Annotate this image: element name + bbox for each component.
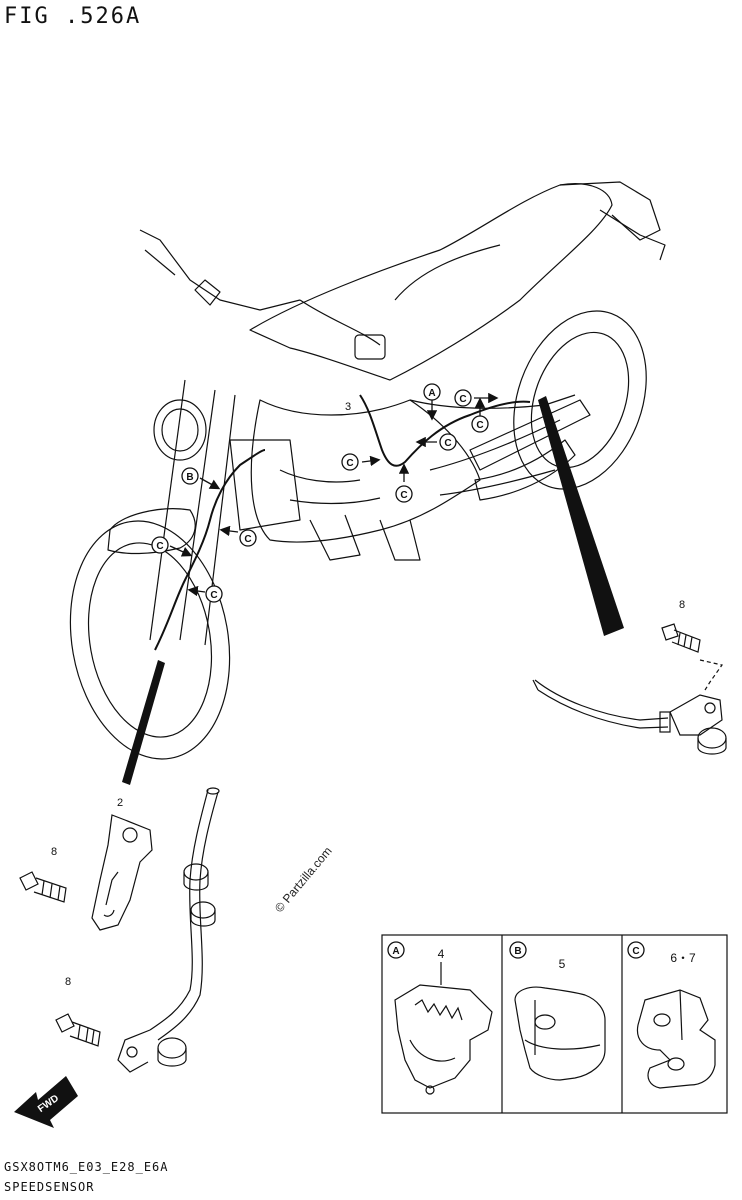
svg-text:C: C bbox=[244, 534, 251, 545]
front-bolt-lower-drawing bbox=[55, 1013, 101, 1047]
svg-text:A: A bbox=[392, 946, 399, 957]
clamp-a-drawing bbox=[394, 962, 493, 1095]
svg-text:C: C bbox=[476, 420, 483, 431]
bracket-number: 2 bbox=[117, 797, 123, 809]
callout-c-4: C bbox=[341, 453, 359, 471]
legend-b-part-number: 5 bbox=[559, 957, 566, 971]
callout-c-1: C bbox=[151, 536, 169, 554]
rear-bolt-number: 8 bbox=[679, 599, 685, 611]
footer-code: GSX8OTM6_E03_E28_E6A bbox=[4, 1160, 169, 1174]
rear-bolt-drawing bbox=[661, 623, 724, 691]
front-detail-pointer bbox=[122, 660, 165, 785]
legend-a-letter: A bbox=[387, 941, 405, 959]
svg-text:C: C bbox=[632, 946, 639, 957]
front-bolt-upper-drawing bbox=[19, 871, 67, 903]
svg-text:C: C bbox=[156, 541, 163, 552]
callout-arrows bbox=[169, 392, 499, 597]
fwd-arrow: FWD bbox=[14, 1076, 78, 1128]
clamp-legend: A 4 B 5 bbox=[381, 934, 728, 1114]
callout-c-8: C bbox=[471, 415, 489, 433]
clamp-b-drawing bbox=[514, 986, 606, 1081]
svg-text:C: C bbox=[444, 438, 451, 449]
callout-c-2: C bbox=[205, 585, 223, 603]
callout-c-3: C bbox=[239, 529, 257, 547]
front-sensor-bracket bbox=[91, 814, 153, 931]
figure-title: FIG .526A bbox=[4, 4, 142, 29]
svg-text:C: C bbox=[210, 590, 217, 601]
callout-b: B bbox=[181, 467, 199, 485]
sensor-harness bbox=[154, 394, 531, 651]
svg-text:C: C bbox=[459, 394, 466, 405]
clamp-c-drawing bbox=[636, 989, 716, 1089]
rear-detail-pointer bbox=[538, 396, 624, 636]
svg-text:B: B bbox=[514, 946, 521, 957]
callout-a: A bbox=[423, 383, 441, 401]
svg-text:C: C bbox=[346, 458, 353, 469]
legend-c-part-number: 6・7 bbox=[670, 951, 696, 965]
callout-c-5: C bbox=[395, 485, 413, 503]
svg-text:C: C bbox=[400, 490, 407, 501]
callout-c-7: C bbox=[454, 389, 472, 407]
legend-c-letter: C bbox=[627, 941, 645, 959]
legend-b-letter: B bbox=[509, 941, 527, 959]
front-speed-sensor bbox=[117, 787, 220, 1073]
svg-text:A: A bbox=[428, 388, 435, 399]
motorcycle-outline bbox=[69, 181, 666, 760]
front-bolt-lower-number: 8 bbox=[65, 976, 71, 988]
svg-text:B: B bbox=[186, 472, 193, 483]
footer-name: SPEEDSENSOR bbox=[4, 1180, 95, 1194]
legend-a-part-number: 4 bbox=[438, 947, 445, 961]
callout-c-6: C bbox=[439, 433, 457, 451]
rear-speed-sensor bbox=[532, 679, 727, 755]
bike-marker-number: 3 bbox=[345, 401, 351, 413]
front-bolt-upper-number: 8 bbox=[51, 846, 57, 858]
callout-bubbles: A B C C C C C bbox=[151, 383, 489, 603]
